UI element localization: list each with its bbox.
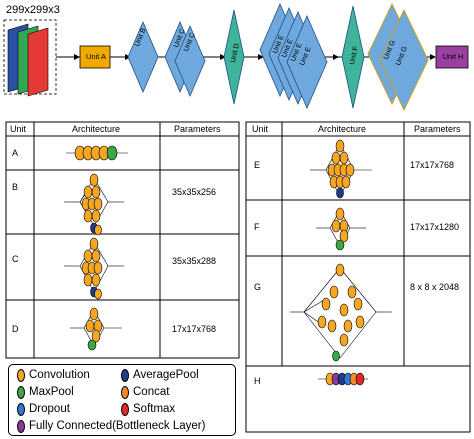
input-size-label: 299x299x3	[6, 4, 60, 16]
left-row-d-unit: D	[12, 324, 19, 334]
unit-e-diamond-4	[286, 14, 328, 110]
right-row-f-unit: F	[254, 222, 260, 232]
left-table-header-unit: Unit	[10, 124, 27, 134]
arch-g	[290, 263, 392, 362]
unit-d-diamond	[223, 9, 245, 105]
left-table-grid	[5, 121, 240, 359]
averagepool-swatch	[121, 369, 129, 382]
right-table-header-architecture: Architecture	[318, 124, 367, 134]
unit-c-diamond-2	[174, 24, 206, 98]
legend: Convolution AveragePool MaxPool Concat D…	[8, 364, 236, 436]
legend-concat: Concat	[133, 386, 170, 398]
concat-swatch	[121, 386, 129, 399]
right-row-e-params: 17x17x768	[410, 160, 455, 170]
right-table-header-unit: Unit	[252, 124, 269, 134]
input-channel-red	[27, 27, 49, 97]
right-row-e-unit: E	[254, 160, 261, 170]
legend-fully-connected: Fully Connected(Bottleneck Layer)	[29, 420, 206, 432]
left-row-c-params: 35x35x288	[172, 256, 217, 266]
left-row-a-unit: A	[12, 148, 19, 158]
unit-h-label: Unit H	[442, 52, 464, 61]
softmax-swatch	[121, 403, 129, 416]
unit-a-label: Unit A	[85, 52, 106, 61]
arch-e	[310, 139, 372, 199]
arch-a	[66, 145, 128, 161]
legend-averagepool: AveragePool	[133, 369, 199, 381]
fc-swatch	[17, 420, 25, 433]
unit-h-block	[435, 45, 469, 69]
unit-g-diamond-2	[379, 8, 429, 112]
input-image-stack	[3, 19, 57, 97]
unit-a-block	[79, 45, 111, 69]
right-row-g-params: 8 x 8 x 2048	[410, 282, 460, 292]
arch-f	[316, 207, 366, 251]
dropout-swatch	[17, 403, 25, 416]
right-row-g-unit: G	[254, 282, 262, 292]
left-row-b-params: 35x35x256	[172, 187, 217, 197]
arch-d	[70, 307, 122, 351]
legend-dropout: Dropout	[29, 403, 70, 415]
arch-c	[64, 237, 124, 300]
right-row-h-unit: H	[254, 376, 261, 386]
legend-softmax: Softmax	[133, 403, 176, 415]
left-table-header-parameters: Parameters	[174, 124, 221, 134]
arch-h	[318, 372, 368, 386]
left-row-c-unit: C	[12, 254, 19, 264]
legend-convolution: Convolution	[29, 369, 90, 381]
right-table-grid	[245, 121, 471, 433]
right-table-header-parameters: Parameters	[414, 124, 461, 134]
convolution-swatch	[17, 369, 25, 382]
unit-f-diamond	[341, 5, 365, 109]
left-row-d-params: 17x17x768	[172, 324, 217, 334]
maxpool-swatch	[17, 386, 25, 399]
left-row-b-unit: B	[12, 182, 19, 192]
right-row-f-params: 17x17x1280	[410, 222, 460, 232]
legend-maxpool: MaxPool	[29, 386, 74, 398]
left-table-header-architecture: Architecture	[72, 124, 121, 134]
unit-b-diamond	[127, 20, 159, 94]
arch-b	[64, 173, 124, 236]
